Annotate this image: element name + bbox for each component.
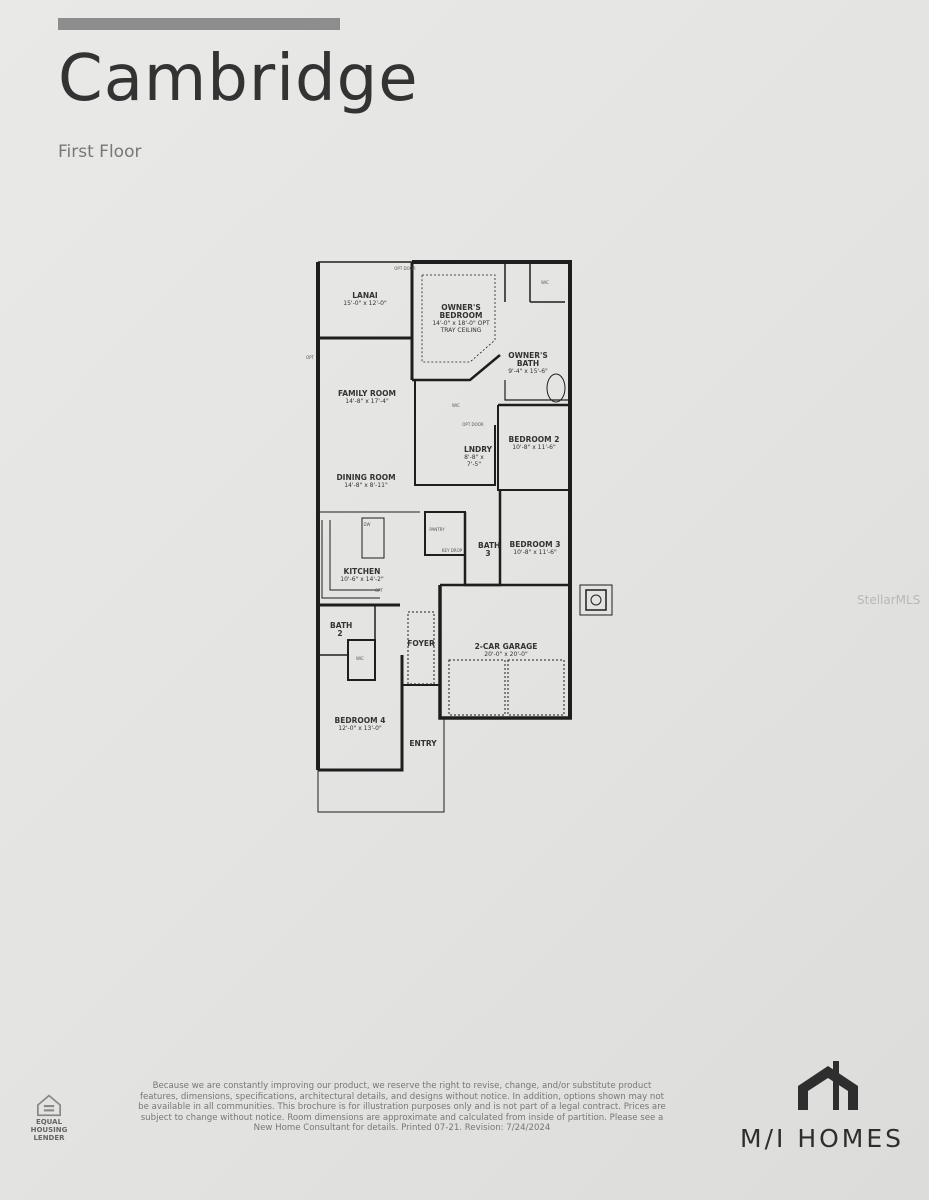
label-opt-kitchen: OPT <box>374 588 384 593</box>
page-title: Cambridge <box>58 42 419 116</box>
mi-homes-logo-icon <box>798 1061 858 1110</box>
label-wic-owner: WIC <box>452 403 460 408</box>
label-opt-door: OPT DOOR <box>394 266 416 271</box>
label-opt-door-laundry: OPT DOOR <box>462 422 484 427</box>
room-bath-3: BATH 3 <box>478 541 501 558</box>
label-pantry: PANTRY <box>429 527 445 532</box>
label-opt-family: OPT <box>305 355 315 360</box>
header-bar <box>58 18 340 30</box>
room-entry: ENTRY <box>409 739 437 748</box>
disclaimer: Because we are constantly improving our … <box>138 1081 666 1133</box>
watermark: StellarMLS <box>857 593 921 607</box>
label-wic-bed4: WIC <box>356 656 364 661</box>
label-wic-bath: WIC <box>541 280 549 285</box>
label-dw: DW <box>363 522 371 527</box>
room-bath-2: BATH 2 <box>330 621 353 638</box>
mi-homes-logo-text: M/I HOMES <box>740 1124 905 1153</box>
label-key-drop: KEY DROP <box>441 548 463 553</box>
page-subtitle: First Floor <box>58 142 142 162</box>
equal-housing-lender-text: EQUAL HOUSING LENDER <box>30 1118 68 1142</box>
room-foyer: FOYER <box>407 639 435 648</box>
equal-housing-lender-icon <box>36 1094 61 1117</box>
